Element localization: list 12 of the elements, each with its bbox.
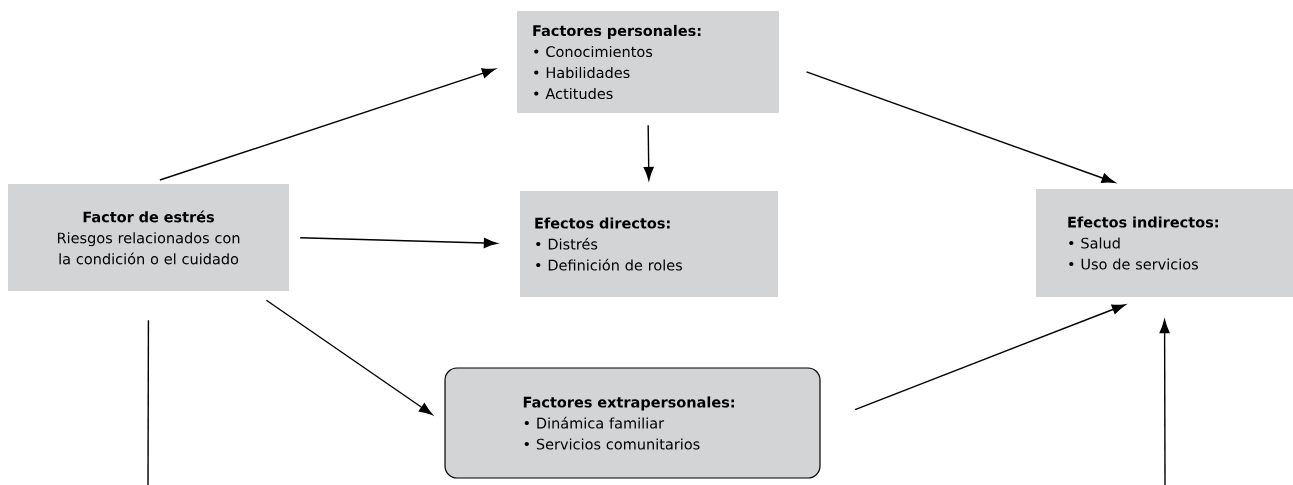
arrow (159, 68, 496, 181)
text-box: Factor de estrés Riesgos relacionados con la condición o el cuidado (8, 184, 289, 291)
text-box: Efectos directos: • Distrés • Definición de roles (520, 191, 778, 297)
rounded-box: Factores extrapersonales: • Dinámica familiar • Servicios comunitarios (444, 367, 821, 479)
arrow (1159, 319, 1170, 485)
arrow (854, 304, 1126, 411)
text-box: Efectos indirectos: • Salud • Uso de servicios (1036, 189, 1293, 297)
arrow (299, 237, 498, 249)
text-box: Factores personales: • Conocimientos • Habilidades • Actitudes (517, 11, 779, 113)
arrow (643, 124, 654, 181)
arrow (805, 71, 1116, 184)
arrow (265, 299, 433, 416)
